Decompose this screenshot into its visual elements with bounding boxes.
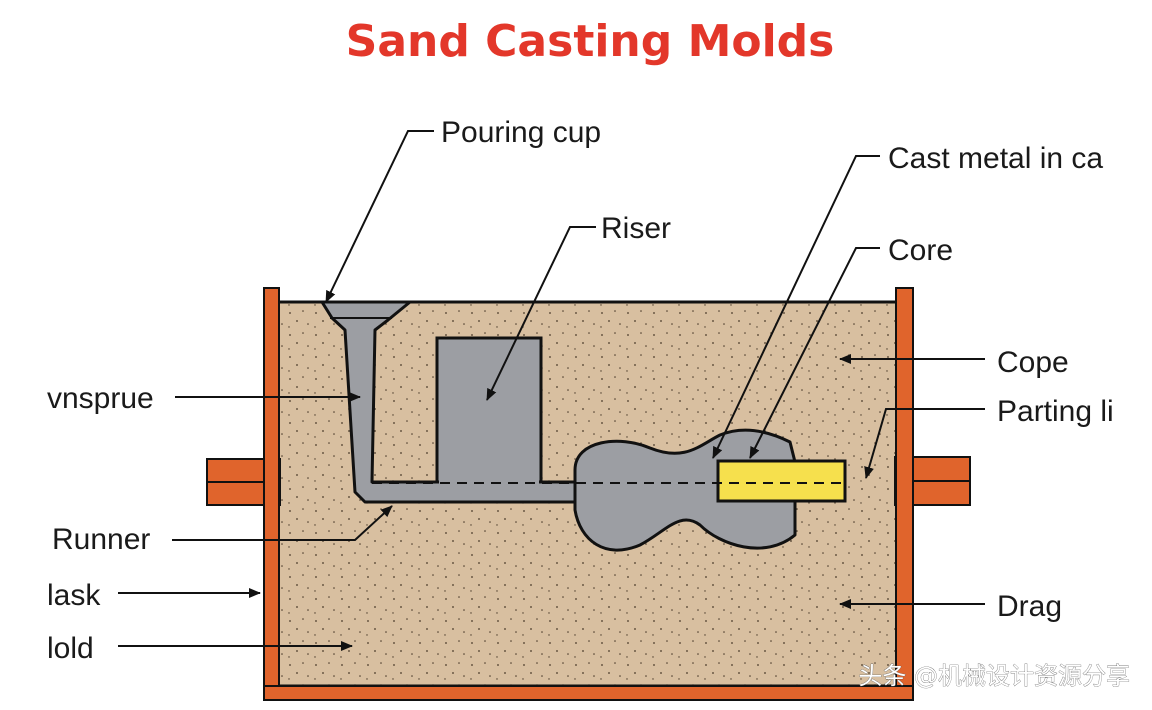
leader-riser — [486, 226, 596, 401]
leader-pouring-cup — [325, 130, 434, 303]
flask-bottom — [263, 685, 914, 701]
label-pouring-cup: Pouring cup — [441, 116, 601, 149]
flask-left-wall — [263, 287, 280, 691]
label-runner: Runner — [52, 523, 150, 556]
label-cast-metal: Cast metal in ca — [888, 142, 1103, 175]
diagram-title: Sand Casting Molds — [346, 16, 835, 67]
label-flask: lask — [47, 579, 101, 612]
label-parting-line: Parting li — [997, 395, 1114, 428]
label-downsprue: vnsprue — [47, 382, 154, 415]
leader-cast-metal — [712, 155, 880, 459]
label-drag: Drag — [997, 590, 1062, 623]
core — [716, 459, 847, 503]
label-core: Core — [888, 234, 953, 267]
leader-core — [749, 247, 880, 459]
flask-right-wall — [895, 287, 914, 691]
riser — [435, 336, 543, 484]
label-cope: Cope — [997, 346, 1069, 379]
label-riser: Riser — [601, 212, 671, 245]
label-mold: lold — [47, 632, 94, 665]
leader-parting-line — [864, 408, 985, 479]
watermark: 头条 @机械设计资源分享 — [858, 662, 1130, 690]
leader-runner — [172, 505, 393, 541]
